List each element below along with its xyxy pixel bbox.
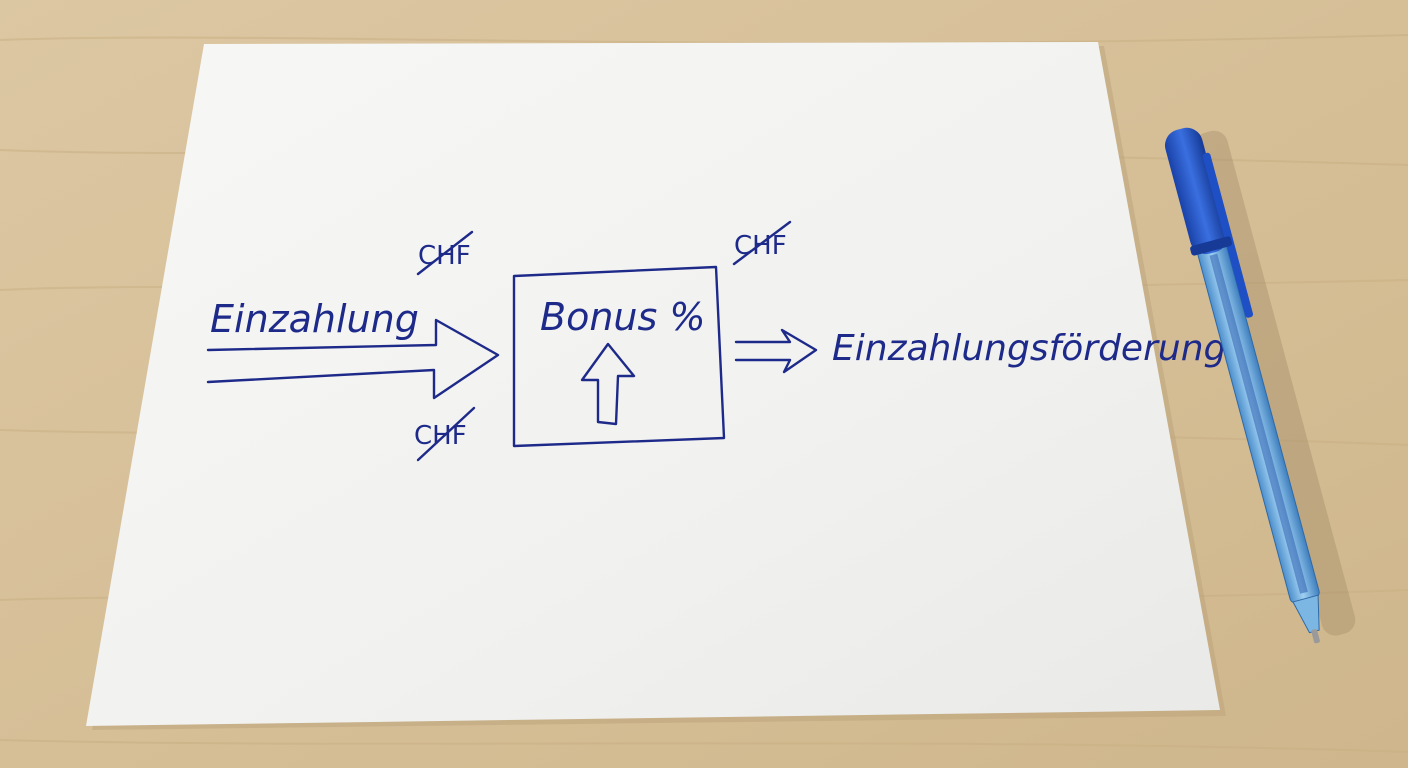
currency-top-left: CHF — [418, 241, 471, 271]
currency-top-right: CHF — [734, 231, 787, 261]
input-label: Einzahlung — [210, 297, 419, 341]
output-label: Einzahlungsförderung — [832, 328, 1226, 369]
paper-sheet — [86, 42, 1220, 726]
currency-bottom-left: CHF — [414, 421, 467, 451]
box-label: Bonus % — [540, 295, 705, 339]
